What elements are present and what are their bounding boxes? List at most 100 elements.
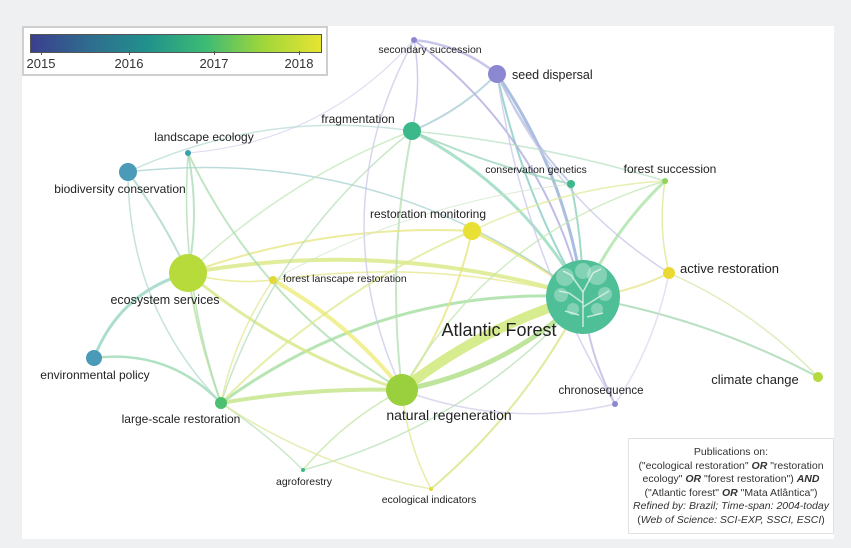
node-label-ecosystem-services: ecosystem services	[110, 293, 219, 307]
network-link	[412, 38, 499, 76]
info-text: "forest restoration")	[701, 473, 797, 485]
info-operator: OR	[685, 473, 702, 485]
node-secondary-succession[interactable]	[411, 37, 417, 43]
info-line: (Web of Science: SCI-EXP, SSCI, ESCI)	[629, 514, 833, 528]
tree-branch	[582, 296, 600, 308]
node-label-atlantic-forest: Atlantic Forest	[441, 320, 556, 340]
tree-crown	[575, 263, 591, 279]
info-line: Publications on:	[629, 446, 833, 460]
network-link	[496, 73, 616, 405]
query-info-box: Publications on: ("ecological restoratio…	[628, 438, 834, 534]
legend-tick-label: 2015	[26, 56, 56, 71]
node-forest-landscape-restoration[interactable]	[269, 276, 277, 284]
info-operator: AND	[796, 473, 820, 485]
tree-crown	[587, 265, 607, 285]
node-label-forest-succession: forest succession	[624, 162, 717, 176]
node-label-fragmentation: fragmentation	[321, 112, 394, 126]
network-link	[186, 271, 404, 392]
legend-gradient-bar	[30, 34, 322, 53]
node-label-secondary-succession: secondary succession	[378, 44, 481, 56]
legend-tick-label: 2018	[284, 56, 314, 71]
info-line: ("ecological restoration" OR "restoratio…	[629, 460, 833, 474]
network-link	[401, 389, 616, 415]
tree-silhouette-icon	[554, 263, 612, 327]
network-link	[471, 180, 666, 232]
node-natural-regeneration[interactable]	[386, 374, 418, 406]
node-large-scale-restoration[interactable]	[215, 397, 227, 409]
node-label-active-restoration: active restoration	[680, 261, 779, 276]
network-link	[302, 296, 584, 471]
network-link	[127, 166, 584, 298]
node-ecosystem-services[interactable]	[169, 254, 207, 292]
network-link	[220, 402, 432, 490]
legend-tickmark	[129, 51, 130, 55]
legend-tickmark	[41, 51, 42, 55]
node-restoration-monitoring[interactable]	[463, 222, 481, 240]
node-label-ecological-indicators: ecological indicators	[382, 494, 477, 506]
legend-tick-label: 2017	[199, 56, 229, 71]
info-line: Refined by: Brazil; Time-span: 2004-toda…	[629, 500, 833, 514]
info-operator: OR	[721, 486, 738, 499]
tree-branch	[570, 274, 584, 293]
node-climate-change[interactable]	[813, 372, 823, 382]
node-label-natural-regeneration: natural regeneration	[386, 407, 511, 423]
node-biodiversity-conservation[interactable]	[119, 163, 137, 181]
tree-crown	[554, 288, 568, 302]
tree-branch	[558, 290, 570, 294]
node-label-biodiversity-conservation: biodiversity conservation	[54, 182, 185, 196]
network-link	[220, 130, 413, 404]
node-label-landscape-ecology: landscape ecology	[154, 130, 253, 144]
info-line: ("Atlantic forest" OR "Mata Atlântica")	[629, 487, 833, 501]
info-operator: OR	[751, 459, 768, 472]
node-label-large-scale-restoration: large-scale restoration	[122, 412, 241, 426]
node-label-environmental-policy: environmental policy	[40, 368, 149, 382]
network-link	[411, 39, 419, 132]
legend-tickmark	[299, 51, 300, 55]
network-link	[92, 355, 223, 405]
node-environmental-policy[interactable]	[86, 350, 102, 366]
node-landscape-ecology[interactable]	[185, 150, 191, 156]
tree-branch	[598, 290, 610, 298]
info-refinement: Refined by: Brazil; Time-span: 2004-toda…	[632, 500, 829, 512]
network-link	[401, 230, 473, 391]
network-link	[614, 272, 670, 405]
network-link	[271, 278, 404, 392]
node-agroforestry[interactable]	[301, 468, 305, 472]
node-seed-dispersal[interactable]	[488, 65, 506, 83]
tree-branch	[582, 272, 594, 293]
network-link	[127, 124, 413, 173]
tree-branch	[564, 310, 580, 316]
network-link	[411, 73, 498, 132]
tree-branch	[592, 268, 602, 274]
node-active-restoration[interactable]	[663, 267, 675, 279]
node-conservation-genetics[interactable]	[567, 180, 575, 188]
network-link	[668, 272, 819, 378]
info-text: )	[821, 513, 825, 526]
node-label-agroforestry: agroforestry	[276, 476, 333, 488]
info-source: Web of Science: SCI-EXP, SSCI, ESCI	[640, 513, 822, 526]
tree-crown	[598, 287, 612, 301]
network-link	[363, 39, 415, 391]
network-link	[302, 389, 403, 471]
info-text: ecology"	[642, 473, 686, 485]
info-text: ("ecological restoration"	[638, 459, 752, 472]
network-link	[582, 296, 819, 378]
node-chronosequence[interactable]	[612, 401, 618, 407]
node-ecological-indicators[interactable]	[429, 487, 433, 491]
node-label-chronosequence: chronosequence	[558, 385, 643, 397]
tree-branch	[586, 312, 604, 318]
legend-tick-label: 2016	[114, 56, 144, 71]
node-forest-succession[interactable]	[662, 178, 668, 184]
node-fragmentation[interactable]	[403, 122, 421, 140]
network-link	[187, 39, 415, 154]
node-label-climate-change: climate change	[711, 372, 798, 387]
tree-crown	[591, 303, 603, 315]
node-label-seed-dispersal: seed dispersal	[512, 68, 593, 82]
info-text: "restoration	[767, 459, 824, 472]
tree-crown	[567, 303, 579, 315]
network-link	[219, 294, 585, 405]
node-label-conservation-genetics: conservation genetics	[485, 164, 587, 176]
info-text: ("Atlantic forest"	[644, 486, 722, 499]
info-text: "Mata Atlântica")	[737, 486, 818, 499]
